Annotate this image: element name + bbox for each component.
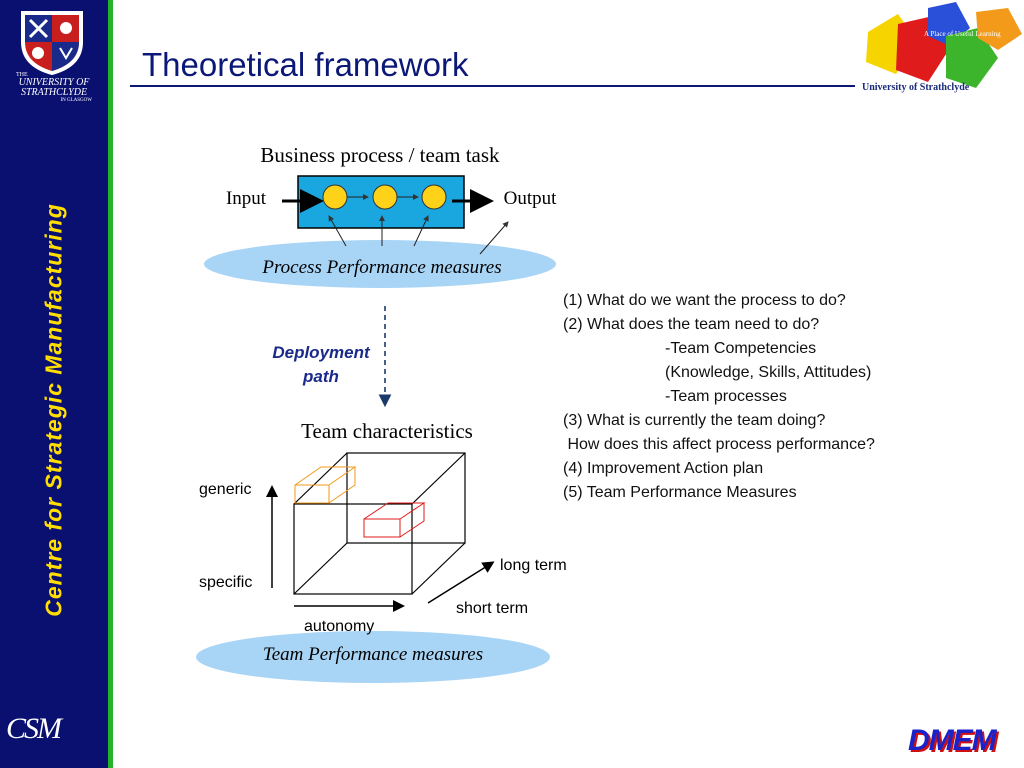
- question-2-ksa: (Knowledge, Skills, Attitudes): [665, 364, 872, 381]
- team-measures-label: Team Performance measures: [263, 644, 483, 665]
- uni-line3: IN GLASGOW: [60, 98, 92, 103]
- university-wordmark: THE UNIVERSITY OF STRATHCLYDE IN GLASGOW: [6, 72, 102, 112]
- question-2: (2) What does the team need to do?: [563, 316, 820, 333]
- question-3: (3) What is currently the team doing?: [563, 412, 826, 429]
- process-measures-ellipse: [204, 240, 556, 288]
- measure-arrow: [413, 215, 429, 247]
- specific-block: [363, 502, 426, 538]
- csm-logo: CSM: [6, 712, 62, 745]
- term-axis-arrow: [427, 561, 495, 604]
- process-node: [421, 184, 447, 210]
- sidebar: [0, 0, 108, 768]
- generic-block: [294, 466, 357, 504]
- process-node: [372, 184, 398, 210]
- question-2-processes: -Team processes: [665, 388, 787, 405]
- uni-line1: UNIVERSITY OF: [18, 77, 90, 88]
- page-title: Theoretical framework: [142, 46, 469, 83]
- team-measures-ellipse: [196, 631, 550, 683]
- team-cube: [293, 452, 466, 595]
- output-label: Output: [504, 188, 558, 209]
- process-title: Business process / team task: [260, 143, 500, 167]
- logo-tagline: A Place of Useful Learning: [924, 30, 1001, 38]
- title-divider: [130, 85, 855, 87]
- university-crest-icon: [21, 11, 83, 76]
- team-title: Team characteristics: [301, 419, 473, 443]
- deployment-label-line1: Deployment: [272, 343, 371, 362]
- specific-label: specific: [199, 574, 252, 591]
- question-5: (5) Team Performance Measures: [563, 484, 797, 501]
- question-4: (4) Improvement Action plan: [563, 460, 764, 477]
- short-term-label: short term: [456, 600, 528, 617]
- generic-label: generic: [199, 481, 251, 498]
- input-label: Input: [226, 188, 267, 209]
- logo-caption: University of Strathclyde: [862, 82, 970, 93]
- uni-the: THE: [16, 72, 28, 78]
- question-1: (1) What do we want the process to do?: [563, 292, 846, 309]
- sidebar-edge: [108, 0, 113, 768]
- measure-arrow: [479, 221, 509, 255]
- strathclyde-logo-icon: A Place of Useful Learning: [866, 2, 1022, 88]
- question-3-followup: How does this affect process performance…: [563, 436, 875, 453]
- deployment-label-line2: path: [302, 367, 339, 386]
- process-node: [322, 184, 348, 210]
- autonomy-label: autonomy: [304, 618, 374, 635]
- measure-arrow: [328, 215, 347, 247]
- questions-list: (1) What do we want the process to do? (…: [563, 289, 983, 505]
- long-term-label: long term: [500, 557, 567, 574]
- question-2-competencies: -Team Competencies: [665, 340, 817, 357]
- process-measures-label: Process Performance measures: [261, 257, 501, 278]
- dmem-logo: DMEM: [908, 724, 997, 757]
- uni-line2: STRATHCLYDE: [20, 87, 88, 98]
